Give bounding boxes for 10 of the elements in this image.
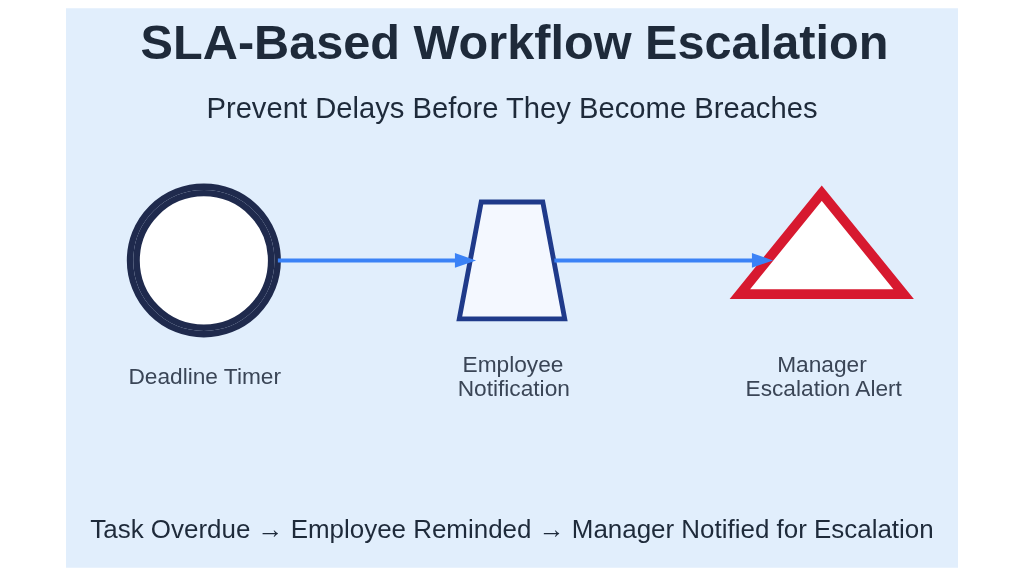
diagram-title: SLA-Based Workflow Escalation [140,14,889,69]
node-label: Employee Notification [457,350,570,402]
arrow [554,253,774,268]
node-picture [729,185,914,299]
arrow [277,253,477,268]
label: Task Overdue → Employee Reminded → Manager Notified for Escalation [90,515,934,544]
node-picture [126,183,281,338]
node-label: Manager Escalation Alert [745,350,902,402]
label: Prevent Delays Before They Become Breaches [206,91,818,124]
node-label: Deadline Timer [128,363,282,390]
